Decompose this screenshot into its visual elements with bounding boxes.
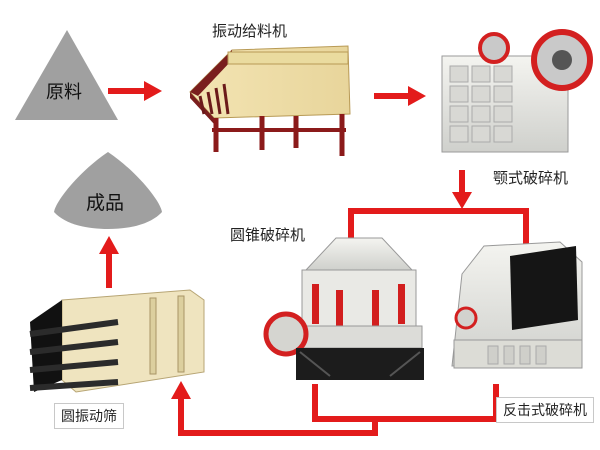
- arrow-feeder-to-jaw: [374, 86, 426, 106]
- impact-crusher-image: [451, 241, 583, 369]
- raw-material-label: 原料: [46, 82, 82, 103]
- raw-material-triangle: [15, 30, 118, 120]
- cone-crusher-label: 圆锥破碎机: [230, 226, 306, 244]
- cone-crusher-image: [263, 237, 424, 380]
- arrow-jaw-down: [452, 170, 472, 209]
- product-shape: [54, 152, 162, 229]
- feeder-label: 振动给料机: [212, 22, 288, 40]
- vibrating-screen-label: 圆振动筛: [54, 403, 124, 429]
- arrow-merge-bottom: [312, 384, 499, 422]
- arrow-return-to-screen: [171, 381, 378, 436]
- arrow-screen-to-product: [99, 236, 119, 288]
- vibrating-feeder-image: [189, 45, 351, 156]
- vibrating-screen-image: [29, 289, 205, 393]
- product-label: 成品: [86, 192, 125, 214]
- jaw-crusher-label: 颚式破碎机: [493, 169, 569, 187]
- jaw-crusher-image: [441, 29, 593, 153]
- arrow-raw-to-feeder: [108, 81, 162, 101]
- arrow-split-top: [348, 208, 529, 250]
- impact-crusher-label: 反击式破碎机: [496, 397, 594, 423]
